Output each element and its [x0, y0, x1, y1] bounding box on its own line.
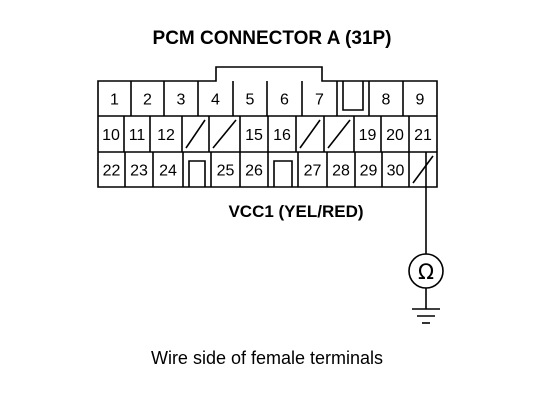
wire-label: VCC1 (YEL/RED) — [228, 202, 363, 221]
unused-terminal — [185, 119, 206, 149]
pin-number: 12 — [157, 127, 175, 144]
key-slot — [273, 160, 293, 187]
pin-number: 29 — [360, 163, 378, 180]
pin-number: 30 — [387, 163, 405, 180]
caption: Wire side of female terminals — [151, 348, 383, 368]
pin-number: 3 — [177, 92, 186, 109]
pin-number: 15 — [245, 127, 263, 144]
pin-number: 9 — [416, 92, 425, 109]
pin-number: 24 — [159, 163, 177, 180]
key-slot — [342, 81, 364, 111]
pin-number: 22 — [103, 163, 121, 180]
pin-number: 11 — [129, 127, 146, 144]
key-slot — [188, 160, 206, 187]
ohm-symbol: Ω — [418, 260, 434, 284]
diagram-title: PCM CONNECTOR A (31P) — [153, 28, 392, 49]
pin-number: 27 — [304, 163, 322, 180]
pin-number: 26 — [245, 163, 263, 180]
unused-terminal — [412, 155, 434, 184]
pin-number: 10 — [102, 127, 120, 144]
pin-number: 7 — [315, 92, 324, 109]
pin-number: 5 — [246, 92, 255, 109]
pin-number: 4 — [211, 92, 220, 109]
pin-number: 21 — [414, 127, 432, 144]
pin-number: 1 — [110, 92, 119, 109]
ground-icon — [412, 288, 440, 324]
pin-number: 25 — [217, 163, 235, 180]
pin-number: 19 — [359, 127, 377, 144]
pin-number: 16 — [273, 127, 291, 144]
unused-terminal — [212, 119, 237, 149]
unused-terminal — [327, 119, 351, 149]
pin-number: 2 — [143, 92, 152, 109]
pin-number: 6 — [280, 92, 289, 109]
pin-number: 20 — [386, 127, 404, 144]
pin-number: 23 — [130, 163, 148, 180]
pin-number: 8 — [382, 92, 391, 109]
unused-terminal — [299, 119, 321, 149]
pin-number: 28 — [332, 163, 350, 180]
